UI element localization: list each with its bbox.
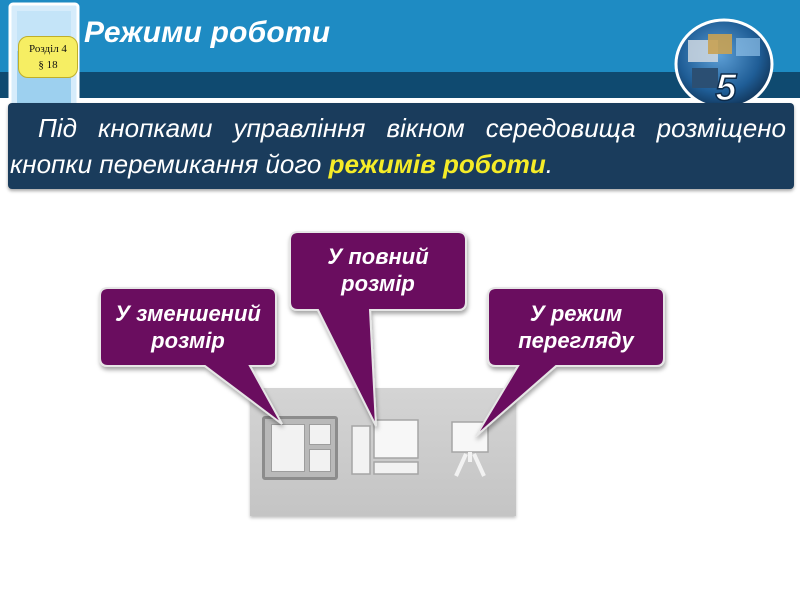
normal-view-tile-bottom — [309, 449, 331, 472]
callout-view-label: У режим перегляду — [488, 300, 664, 354]
callout-full-bubble — [289, 231, 467, 427]
banner-text-before: Під кнопками управління вікном середовищ… — [10, 113, 786, 179]
callout-reduced-bubble — [99, 287, 283, 425]
header-stripe — [0, 72, 800, 98]
textbook-logo-icon: 5 — [674, 18, 774, 110]
callout-full-label: У повний розмір — [290, 243, 466, 297]
callout-full-line2: розмір — [341, 271, 415, 296]
banner-highlight: режимів роботи — [328, 149, 546, 179]
slide-sorter-button[interactable] — [350, 418, 422, 476]
callout-view-line1: У режим — [529, 301, 623, 326]
slide-sorter-icon — [351, 419, 419, 475]
callout-view-bubble — [475, 287, 665, 437]
normal-view-tile-top — [309, 424, 331, 445]
normal-view-icon — [271, 424, 305, 472]
normal-view-button[interactable] — [262, 416, 338, 480]
badge-paragraph: § 18 — [38, 59, 58, 71]
info-banner — [8, 103, 794, 189]
callout-reduced-label: У зменшений розмір — [100, 300, 276, 354]
banner-text-after: . — [545, 149, 553, 179]
callout-reduced-line1: У зменшений — [115, 301, 261, 326]
badge-section: Розділ 4 — [29, 43, 67, 55]
callout-full-line1: У повний — [327, 244, 429, 269]
banner-text: Під кнопками управління вікном середовищ… — [10, 110, 786, 182]
page-title: Режими роботи — [84, 16, 331, 49]
callout-reduced-line2: розмір — [151, 328, 225, 353]
logo-number: 5 — [715, 67, 737, 109]
header-band — [0, 0, 800, 72]
section-badge: Розділ 4 § 18 — [18, 36, 78, 78]
callout-view-line2: перегляду — [518, 328, 634, 353]
